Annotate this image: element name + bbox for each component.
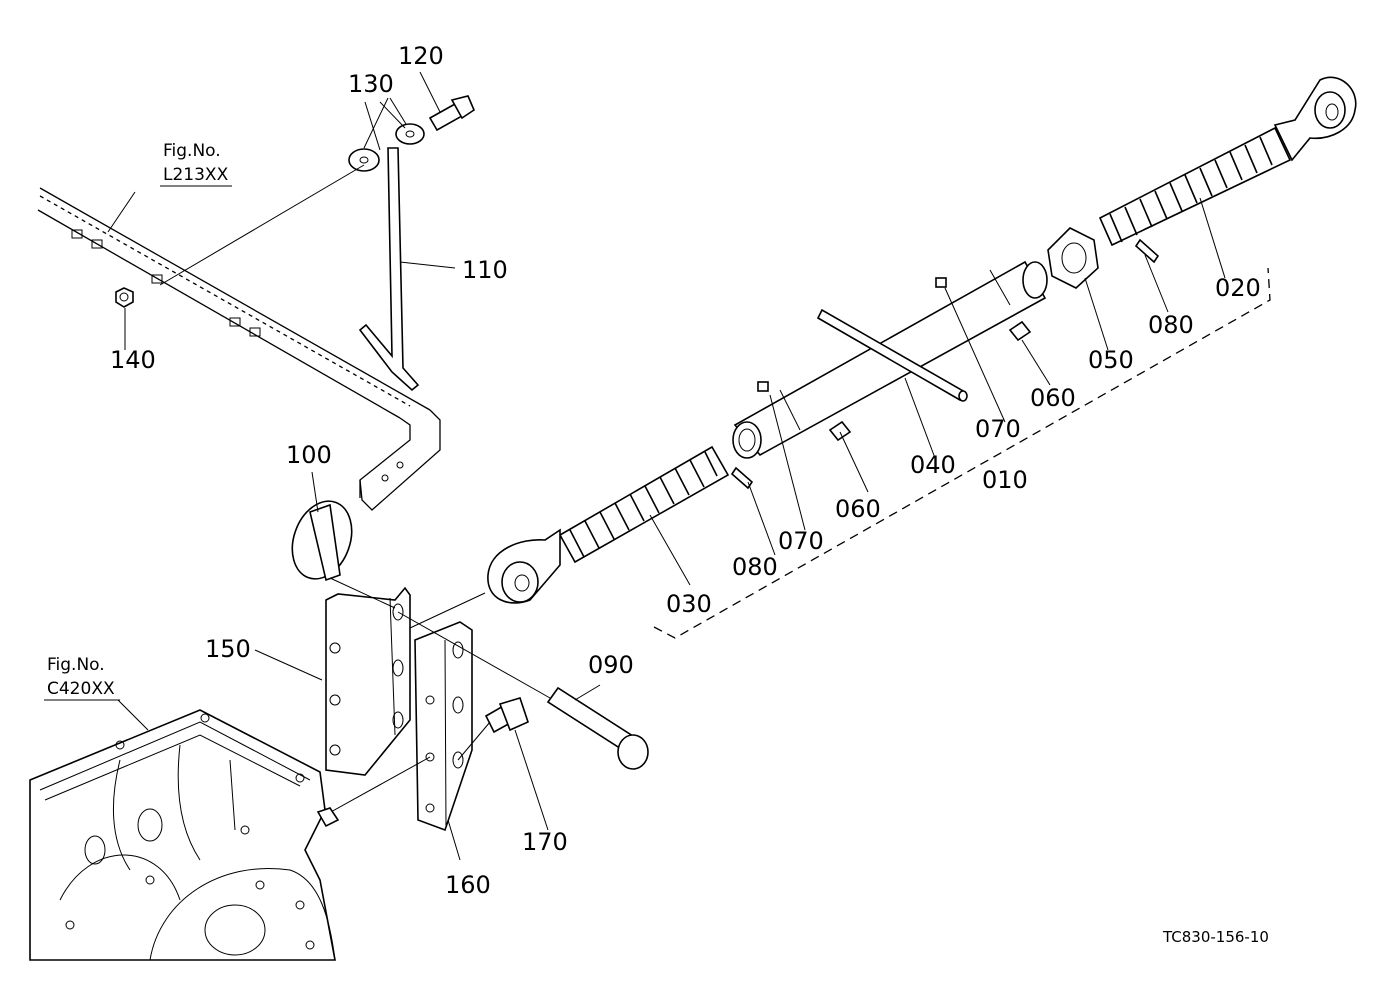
handle-bar-040 <box>816 308 968 402</box>
leader-lines <box>107 71 1226 861</box>
set-screw-070-left <box>757 381 769 392</box>
label-060-right: 060 <box>1030 384 1076 412</box>
label-090: 090 <box>588 651 634 679</box>
figure-references: Fig.No. L213XX Fig.No. C420XX <box>44 141 232 701</box>
label-060-left: 060 <box>835 495 881 523</box>
label-100: 100 <box>286 441 332 469</box>
ref-l213-code: L213XX <box>163 165 229 185</box>
washer-130-left <box>348 148 380 172</box>
bracket-160 <box>414 621 473 832</box>
label-160: 160 <box>445 871 491 899</box>
label-010: 010 <box>982 466 1028 494</box>
label-140: 140 <box>110 346 156 374</box>
frame-bar <box>37 187 441 511</box>
ref-l213-title: Fig.No. <box>163 141 221 161</box>
bracket-150 <box>325 586 411 776</box>
stay-110 <box>358 147 420 392</box>
rod-end-020 <box>1098 76 1357 247</box>
label-070-left: 070 <box>778 527 824 555</box>
label-070-right: 070 <box>975 415 1021 443</box>
label-050: 050 <box>1088 346 1134 374</box>
rod-end-030 <box>487 445 730 604</box>
set-screw-070-right <box>935 277 947 288</box>
label-080-right: 080 <box>1148 311 1194 339</box>
label-150: 150 <box>205 635 251 663</box>
drawing-code: TC830-156-10 <box>1162 928 1269 946</box>
lock-nut-050 <box>1047 227 1099 289</box>
label-110: 110 <box>462 256 508 284</box>
plug-170 <box>484 697 529 734</box>
ref-c420-title: Fig.No. <box>47 655 105 675</box>
nut-140 <box>115 287 134 308</box>
ref-c420-code: C420XX <box>47 679 115 699</box>
label-130: 130 <box>348 70 394 98</box>
grease-nipple-060-right <box>1008 320 1032 342</box>
pin-080-left <box>730 466 754 490</box>
washer-130-right <box>395 123 425 145</box>
label-030: 030 <box>666 590 712 618</box>
label-080-left: 080 <box>732 553 778 581</box>
grease-nipple-060-left <box>828 420 852 442</box>
pin-090 <box>546 686 649 770</box>
bolt-120 <box>428 95 475 132</box>
label-120: 120 <box>398 42 444 70</box>
pin-080-right <box>1134 238 1160 264</box>
transmission-case <box>29 709 340 961</box>
label-040: 040 <box>910 451 956 479</box>
label-170: 170 <box>522 828 568 856</box>
lynch-pin-100 <box>291 500 353 582</box>
part-labels: 120 130 110 140 100 150 160 170 090 030 … <box>110 42 1261 899</box>
label-020: 020 <box>1215 274 1261 302</box>
